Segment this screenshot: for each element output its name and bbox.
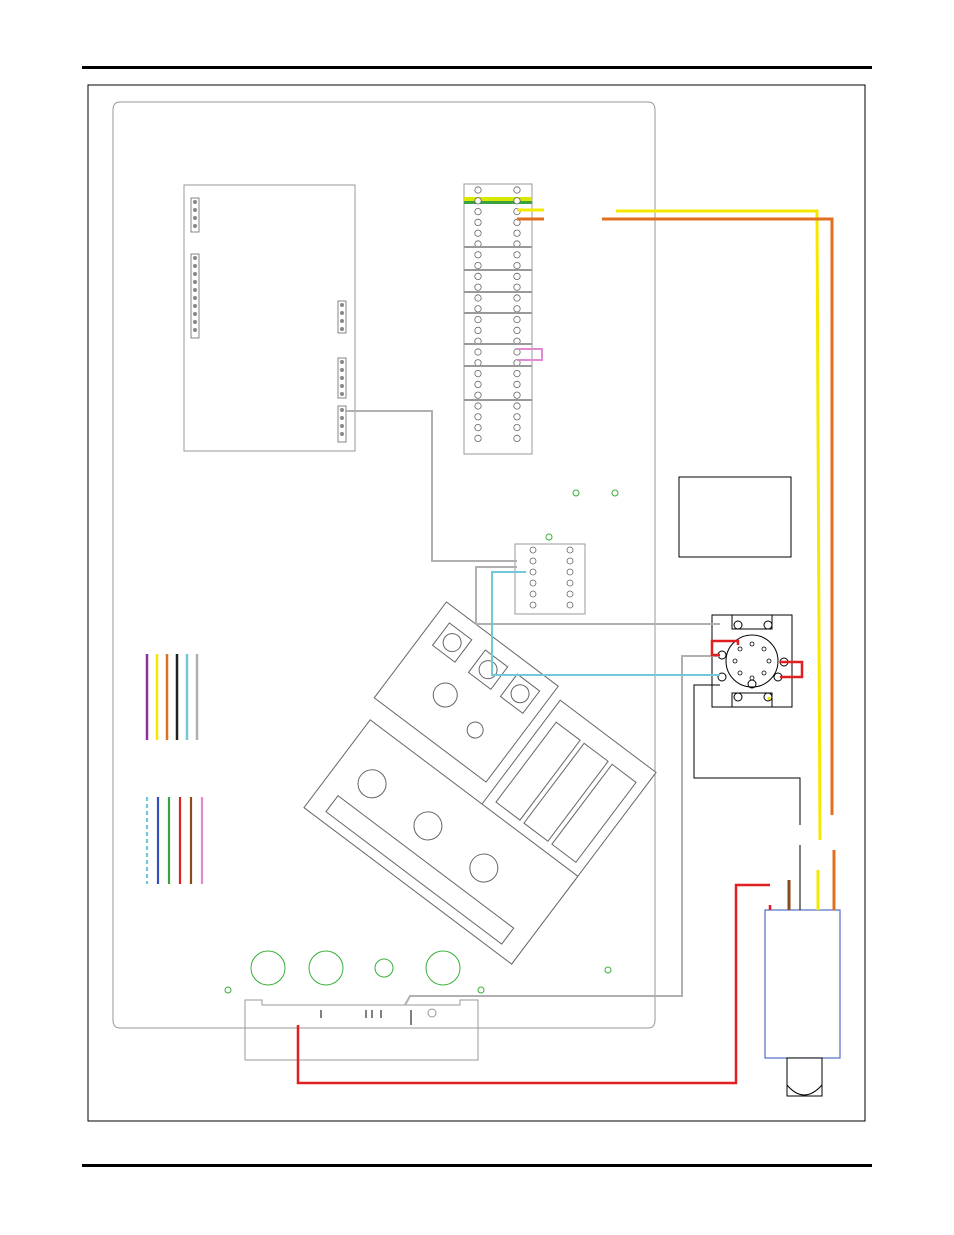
wire-legend-dashed — [147, 797, 202, 884]
board-pin — [193, 280, 197, 284]
terminal-screw — [475, 316, 481, 322]
terminal-screw — [475, 435, 481, 441]
terminal-screw — [514, 381, 520, 387]
terminal-screw — [475, 295, 481, 301]
terminal-screw — [530, 591, 536, 597]
terminal-screw — [514, 295, 520, 301]
terminal-screw — [514, 424, 520, 430]
terminal-screw — [514, 284, 520, 290]
relay-terminal — [734, 621, 742, 629]
board-pin — [340, 424, 344, 428]
terminal-screw — [514, 198, 520, 204]
terminal-screw — [475, 273, 481, 279]
board-pin — [193, 256, 197, 260]
terminal-screw — [514, 392, 520, 398]
terminal-screw — [475, 219, 481, 225]
terminal-screw — [567, 547, 573, 553]
terminal-screw — [567, 602, 573, 608]
board-pin — [193, 216, 197, 220]
board-pin — [193, 224, 197, 228]
board-pin — [340, 368, 344, 372]
board-pin — [193, 296, 197, 300]
board-pin — [193, 304, 197, 308]
motor — [765, 910, 840, 1096]
terminal-screw — [475, 327, 481, 333]
wire-legend-solid — [147, 654, 197, 740]
terminal-screw — [475, 349, 481, 355]
terminal-screw — [514, 414, 520, 420]
bottom-connector — [245, 1000, 478, 1060]
board-pin — [340, 319, 344, 323]
terminal-screw — [530, 602, 536, 608]
terminal-screw — [514, 327, 520, 333]
terminal-screw — [475, 230, 481, 236]
terminal-screw — [475, 284, 481, 290]
board-pin — [340, 432, 344, 436]
terminal-screw — [475, 208, 481, 214]
board-pin — [340, 311, 344, 315]
terminal-strip-main — [464, 184, 532, 454]
terminal-screw — [514, 262, 520, 268]
board-pin — [193, 312, 197, 316]
terminal-screw — [530, 558, 536, 564]
board-pin — [193, 264, 197, 268]
terminal-screw — [514, 370, 520, 376]
terminal-screw — [530, 580, 536, 586]
relay-terminal — [764, 621, 772, 629]
terminal-screw — [514, 273, 520, 279]
terminal-screw — [514, 230, 520, 236]
board-pin — [193, 272, 197, 276]
terminal-screw — [475, 424, 481, 430]
board-pin — [340, 360, 344, 364]
board-pin — [340, 408, 344, 412]
board-pin — [340, 392, 344, 396]
board-pin — [340, 327, 344, 331]
terminal-screw — [475, 187, 481, 193]
terminal-screw — [514, 252, 520, 258]
terminal-screw — [475, 370, 481, 376]
terminal-screw — [567, 558, 573, 564]
terminal-screw — [567, 580, 573, 586]
board-pin — [193, 328, 197, 332]
label-box — [679, 477, 791, 557]
terminal-screw — [475, 403, 481, 409]
terminal-screw — [514, 435, 520, 441]
terminal-screw — [567, 591, 573, 597]
terminal-screw — [567, 569, 573, 575]
terminal-screw — [475, 414, 481, 420]
terminal-strip-small — [515, 544, 585, 614]
board-pin — [340, 303, 344, 307]
terminal-screw — [514, 403, 520, 409]
board-pin — [193, 200, 197, 204]
terminal-screw — [475, 262, 481, 268]
terminal-screw — [475, 381, 481, 387]
terminal-screw — [514, 306, 520, 312]
contactor-assembly — [296, 602, 662, 964]
board-pin — [340, 384, 344, 388]
terminal-screw — [514, 316, 520, 322]
terminal-screw — [475, 198, 481, 204]
terminal-screw — [530, 547, 536, 553]
board-pin — [193, 320, 197, 324]
board-pin — [340, 416, 344, 420]
relay-terminal — [734, 693, 742, 701]
board-pin — [193, 288, 197, 292]
terminal-screw — [514, 187, 520, 193]
control-board — [184, 185, 355, 451]
terminal-screw — [475, 306, 481, 312]
board-pin — [340, 376, 344, 380]
terminal-screw — [475, 252, 481, 258]
wire-gray-2 — [476, 567, 720, 624]
board-pin — [193, 208, 197, 212]
terminal-screw — [475, 392, 481, 398]
terminal-screw — [530, 569, 536, 575]
